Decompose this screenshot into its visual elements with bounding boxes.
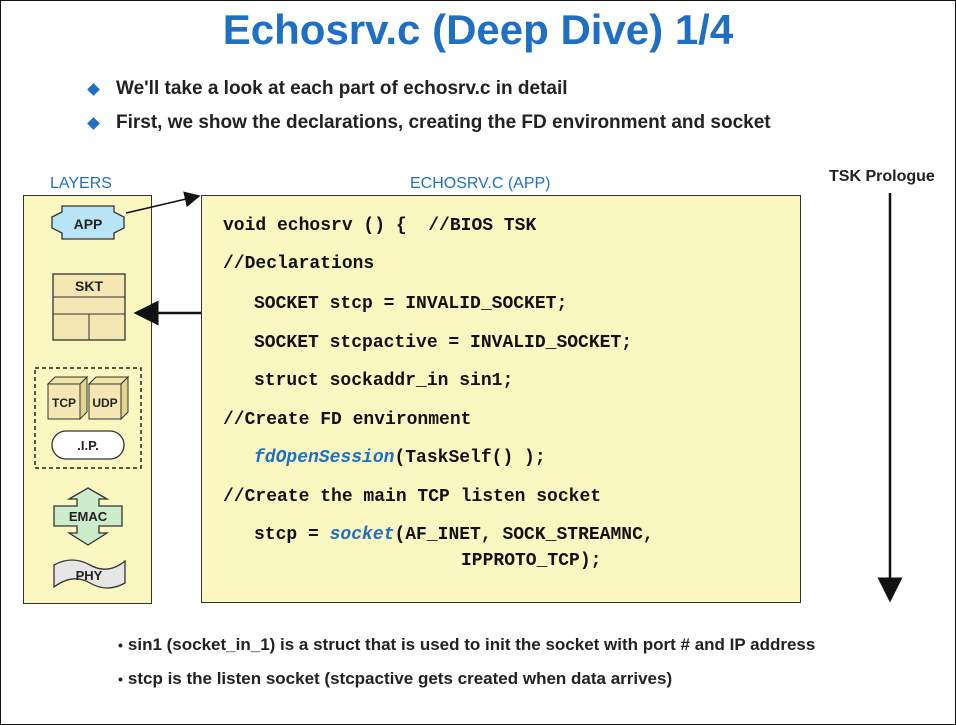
emac-layer-shape: EMAC (53, 487, 123, 546)
udp-layer-shape: UDP (87, 375, 130, 421)
code-text: (TaskSelf() ); (394, 448, 546, 468)
layers-label: LAYERS (50, 175, 112, 192)
tcp-layer-shape: TCP (46, 375, 89, 421)
code-line: fdOpenSession(TaskSelf() ); (254, 448, 546, 468)
code-line: struct sockaddr_in sin1; (254, 371, 514, 391)
udp-layer-text: UDP (92, 396, 117, 410)
transport-group-box (34, 367, 142, 469)
code-text: stcp = (254, 525, 330, 545)
note-item: •sin1 (socket_in_1) is a struct that is … (118, 628, 815, 662)
function-name: fdOpenSession (254, 448, 395, 468)
code-line: stcp = socket(AF_INET, SOCK_STREAMNC, (254, 525, 654, 545)
app-layer-shape: APP (51, 205, 125, 240)
ip-layer-shape: .I.P. (51, 430, 125, 460)
bullet-item: First, we show the declarations, creatin… (83, 106, 771, 140)
bullet-item: We'll take a look at each part of echosr… (83, 72, 771, 106)
note-text: stcp is the listen socket (stcpactive ge… (127, 669, 673, 688)
code-line: IPPROTO_TCP); (461, 551, 602, 571)
code-line: //Declarations (223, 254, 375, 274)
code-line: //Create the main TCP listen socket (223, 487, 602, 507)
skt-layer-shape: SKT (52, 273, 126, 341)
code-line: SOCKET stcp = INVALID_SOCKET; (254, 294, 568, 314)
app-layer-text: APP (74, 216, 103, 232)
code-panel: void echosrv () { //BIOS TSK //Declarati… (201, 195, 801, 603)
dot-bullet-icon: • (118, 671, 123, 687)
phy-layer-text: PHY (76, 568, 103, 583)
skt-layer-text: SKT (75, 278, 103, 294)
note-text: sin1 (socket_in_1) is a struct that is u… (127, 635, 816, 654)
code-text: (AF_INET, SOCK_STREAMNC, (394, 525, 654, 545)
emac-layer-text: EMAC (69, 509, 108, 524)
function-name: socket (329, 525, 395, 545)
ip-layer-text: .I.P. (77, 438, 98, 453)
dot-bullet-icon: • (118, 637, 123, 653)
bullet-text: First, we show the declarations, creatin… (116, 112, 771, 133)
app-pointer-arrow (125, 191, 201, 214)
code-line: SOCKET stcpactive = INVALID_SOCKET; (254, 333, 633, 353)
tcp-layer-text: TCP (52, 396, 76, 410)
app-label: ECHOSRV.C (APP) (410, 175, 551, 192)
tsk-prologue-label: TSK Prologue (829, 168, 935, 185)
code-line: void echosrv () { //BIOS TSK (223, 216, 537, 236)
note-item: •stcp is the listen socket (stcpactive g… (118, 662, 815, 696)
bullet-text: We'll take a look at each part of echosr… (116, 78, 568, 99)
notes-list: •sin1 (socket_in_1) is a struct that is … (118, 628, 815, 696)
phy-layer-shape: PHY (53, 559, 126, 589)
bullet-list: We'll take a look at each part of echosr… (83, 72, 771, 140)
slide-title: Echosrv.c (Deep Dive) 1/4 (222, 6, 734, 53)
code-line: //Create FD environment (223, 410, 472, 430)
